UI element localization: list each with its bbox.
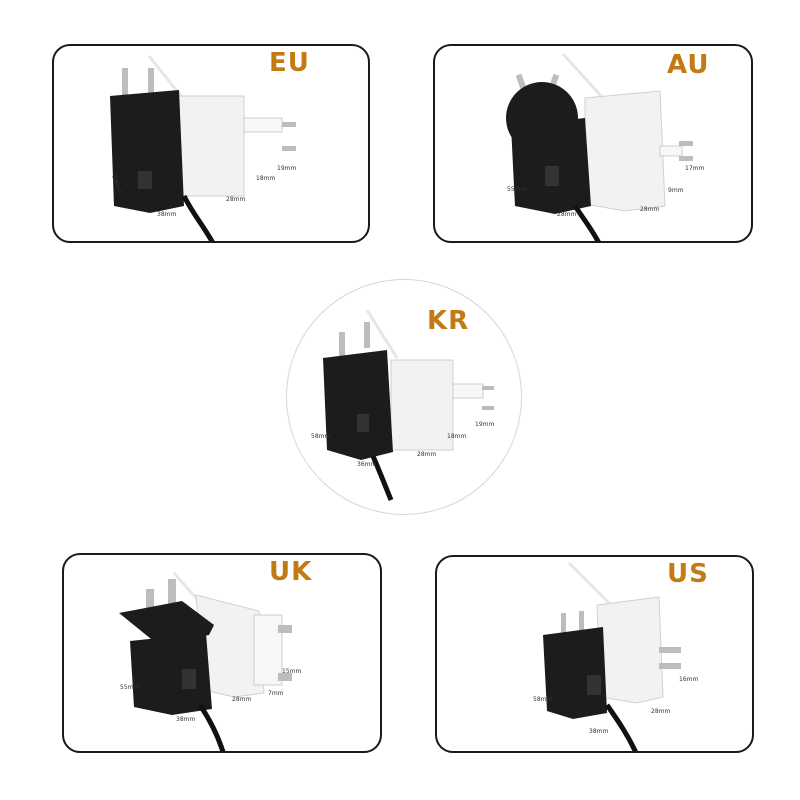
region-label-uk: UK bbox=[269, 557, 313, 587]
eu-pin-spacing-label: 19mm bbox=[277, 165, 296, 172]
uk-height-label: 55mm bbox=[120, 684, 139, 691]
us-depth-label: 28mm bbox=[651, 708, 670, 715]
us-adapter-panel: US 38mm 58mm 28mm 16mm bbox=[435, 555, 754, 753]
eu-pin-length-label: 18mm bbox=[256, 175, 275, 182]
us-height-label: 58mm bbox=[533, 696, 552, 703]
eu-adapter-panel: EU 38mm 58mm 28mm 18mm 19mm bbox=[52, 44, 370, 243]
au-depth-label: 28mm bbox=[640, 206, 659, 213]
region-label-kr: KR bbox=[427, 306, 470, 336]
uk-adapter-panel: UK 38mm 55mm 28mm 7mm 15mm bbox=[62, 553, 382, 753]
region-label-eu: EU bbox=[269, 48, 310, 78]
kr-width-label: 36mm bbox=[357, 461, 376, 468]
kr-adapter-panel: KR 36mm 58mm 28mm 18mm 19mm bbox=[286, 279, 522, 515]
au-height-label: 55mm bbox=[507, 186, 526, 193]
uk-width-label: 38mm bbox=[176, 716, 195, 723]
uk-pin-length-label: 7mm bbox=[268, 690, 284, 697]
au-pin-length-label: 9mm bbox=[668, 187, 684, 194]
kr-pin-spacing-label: 19mm bbox=[475, 421, 494, 428]
kr-adapter-image: 36mm 58mm 28mm 18mm 19mm bbox=[311, 309, 494, 501]
kr-depth-label: 28mm bbox=[417, 451, 436, 458]
uk-depth-label: 28mm bbox=[232, 696, 251, 703]
region-label-us: US bbox=[667, 559, 709, 589]
uk-adapter-image: 38mm 55mm 28mm 7mm 15mm bbox=[119, 572, 301, 751]
eu-adapter-image: 38mm 58mm 28mm 18mm 19mm bbox=[110, 55, 296, 241]
au-pin-spacing-label: 17mm bbox=[685, 165, 704, 172]
kr-pin-length-label: 18mm bbox=[447, 433, 466, 440]
eu-depth-label: 28mm bbox=[226, 196, 245, 203]
au-width-label: 28mm bbox=[557, 211, 576, 218]
au-adapter-image: 28mm 55mm 28mm 9mm 17mm bbox=[506, 52, 704, 241]
us-width-label: 38mm bbox=[589, 728, 608, 735]
eu-width-label: 38mm bbox=[157, 211, 176, 218]
us-pin-spacing-label: 16mm bbox=[679, 676, 698, 683]
kr-height-label: 58mm bbox=[311, 433, 330, 440]
region-label-au: AU bbox=[667, 50, 710, 80]
uk-pin-spacing-label: 15mm bbox=[282, 668, 301, 675]
au-adapter-panel: AU 28mm 55mm 28mm 9mm 17mm bbox=[433, 44, 753, 243]
us-adapter-image: 38mm 58mm 28mm 16mm bbox=[533, 561, 698, 751]
